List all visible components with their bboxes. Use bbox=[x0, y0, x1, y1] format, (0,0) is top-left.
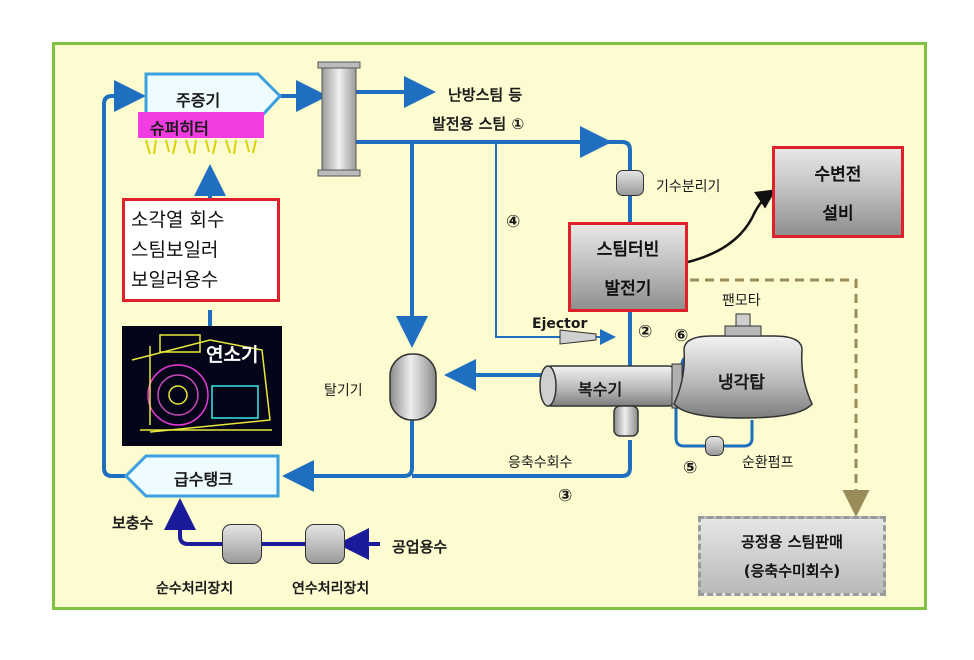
condenser-label: 복수기 bbox=[578, 380, 623, 399]
industrial-water-label: 공업용수 bbox=[392, 538, 448, 556]
soft-water-unit bbox=[305, 524, 345, 564]
circulation-pump bbox=[705, 436, 724, 456]
process-steam-line1: 공정용 스팀판매 bbox=[741, 533, 843, 551]
turbine-line1: 스팀터빈 bbox=[596, 240, 660, 260]
pure-water-label: 순수처리장치 bbox=[156, 581, 234, 597]
boiler-line2: 스팀보일러 bbox=[131, 239, 219, 261]
ejector-label: Ejector bbox=[532, 316, 588, 332]
line-3-marker: ③ bbox=[558, 486, 573, 506]
substation-box: 수변전 설비 bbox=[772, 146, 904, 238]
line-6-marker: ⑥ bbox=[674, 326, 689, 346]
superheater-label: 주증기 bbox=[176, 91, 221, 110]
separator-label: 기수분리기 bbox=[656, 179, 721, 195]
cooling-tower-label: 냉각탑 bbox=[718, 373, 765, 393]
line-5-marker: ⑤ bbox=[683, 458, 698, 478]
heating-steam-label: 난방스팀 등 bbox=[448, 86, 523, 104]
superheater-sub-label: 슈퍼히터 bbox=[150, 119, 209, 138]
line-2-marker: ② bbox=[638, 322, 653, 342]
makeup-water-label: 보충수 bbox=[112, 514, 154, 532]
steam-turbine-generator-box: 스팀터빈 발전기 bbox=[568, 222, 688, 312]
process-steam-line2: (응축수미회수) bbox=[743, 562, 841, 580]
feed-tank-label: 급수탱크 bbox=[174, 470, 233, 489]
substation-line2: 설비 bbox=[822, 204, 854, 224]
substation-line1: 수변전 bbox=[814, 165, 862, 185]
power-steam-label: 발전용 스팀 ① bbox=[432, 115, 525, 133]
circulation-pump-label: 순환펌프 bbox=[742, 455, 794, 471]
line-4-marker: ④ bbox=[506, 212, 521, 232]
process-steam-box: 공정용 스팀판매 (응축수미회수) bbox=[698, 516, 886, 596]
turbine-line2: 발전기 bbox=[604, 279, 652, 299]
steam-separator bbox=[616, 170, 644, 196]
boiler-line1: 소각열 회수 bbox=[131, 209, 225, 231]
boiler-line3: 보일러용수 bbox=[131, 269, 219, 291]
pure-water-unit bbox=[222, 524, 262, 564]
condensate-return-label: 응축수회수 bbox=[508, 455, 573, 471]
deaerator-label: 탈기기 bbox=[324, 383, 363, 399]
soft-water-label: 연수처리장치 bbox=[292, 581, 370, 597]
waste-heat-boiler-box: 소각열 회수 스팀보일러 보일러용수 bbox=[122, 198, 280, 302]
fan-motor-label: 팬모타 bbox=[722, 293, 761, 309]
incinerator-label: 연소기 bbox=[206, 344, 259, 366]
